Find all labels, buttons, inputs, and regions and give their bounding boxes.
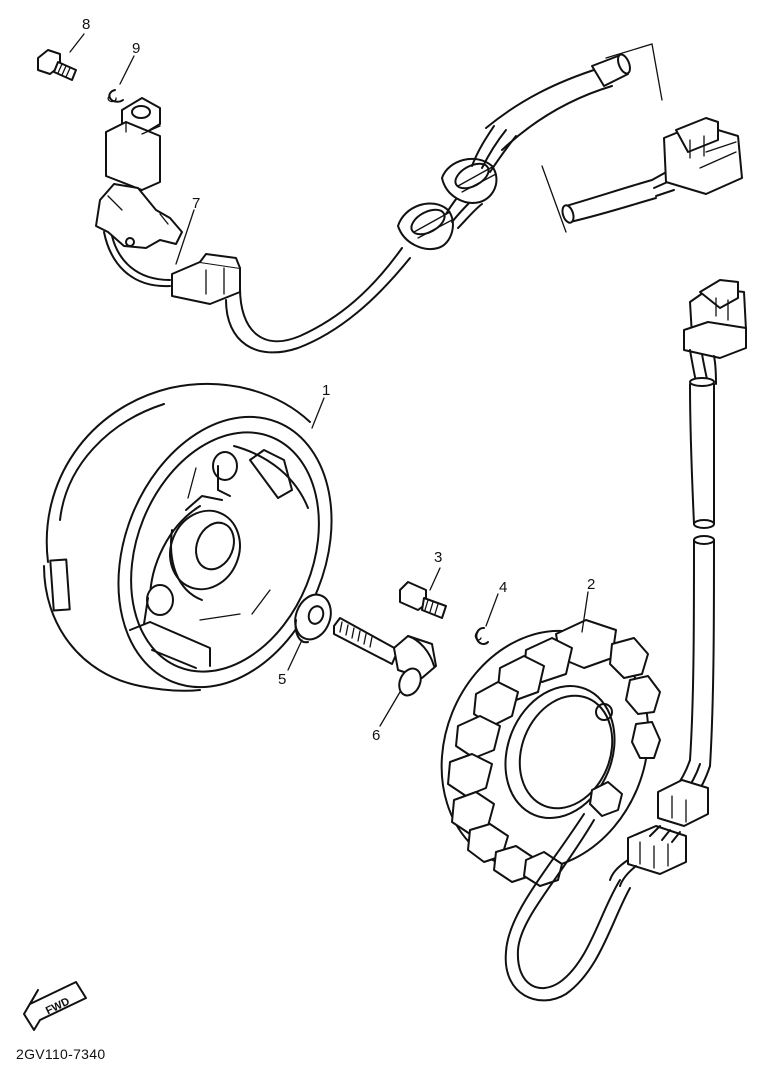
callout-7: 7 — [192, 195, 201, 212]
wire-harness-upper — [225, 43, 743, 354]
washer-part-4 — [474, 626, 489, 645]
callout-6: 6 — [372, 727, 381, 744]
callout-9: 9 — [132, 40, 141, 57]
callout-4: 4 — [499, 579, 508, 596]
washer-part-5 — [294, 593, 332, 644]
callout-3: 3 — [434, 549, 443, 566]
callout-leaders — [69, 33, 589, 727]
callout-2: 2 — [587, 576, 596, 593]
stator-coil-part-2 — [440, 619, 661, 887]
bolt-part-8 — [37, 49, 77, 81]
callout-1: 1 — [322, 382, 331, 399]
screw-part-3 — [399, 581, 447, 619]
callout-5: 5 — [278, 671, 287, 688]
washer-part-9 — [107, 89, 124, 103]
drawing-code: 2GV110-7340 — [16, 1046, 106, 1062]
flywheel-rotor-part-1 — [43, 382, 333, 692]
bolt-part-6 — [333, 617, 437, 697]
wire-harness-stator — [504, 279, 747, 1002]
fwd-direction-arrow: FWD — [23, 981, 87, 1031]
pickup-coil-assembly-part-7 — [95, 97, 241, 305]
callout-8: 8 — [82, 16, 91, 33]
